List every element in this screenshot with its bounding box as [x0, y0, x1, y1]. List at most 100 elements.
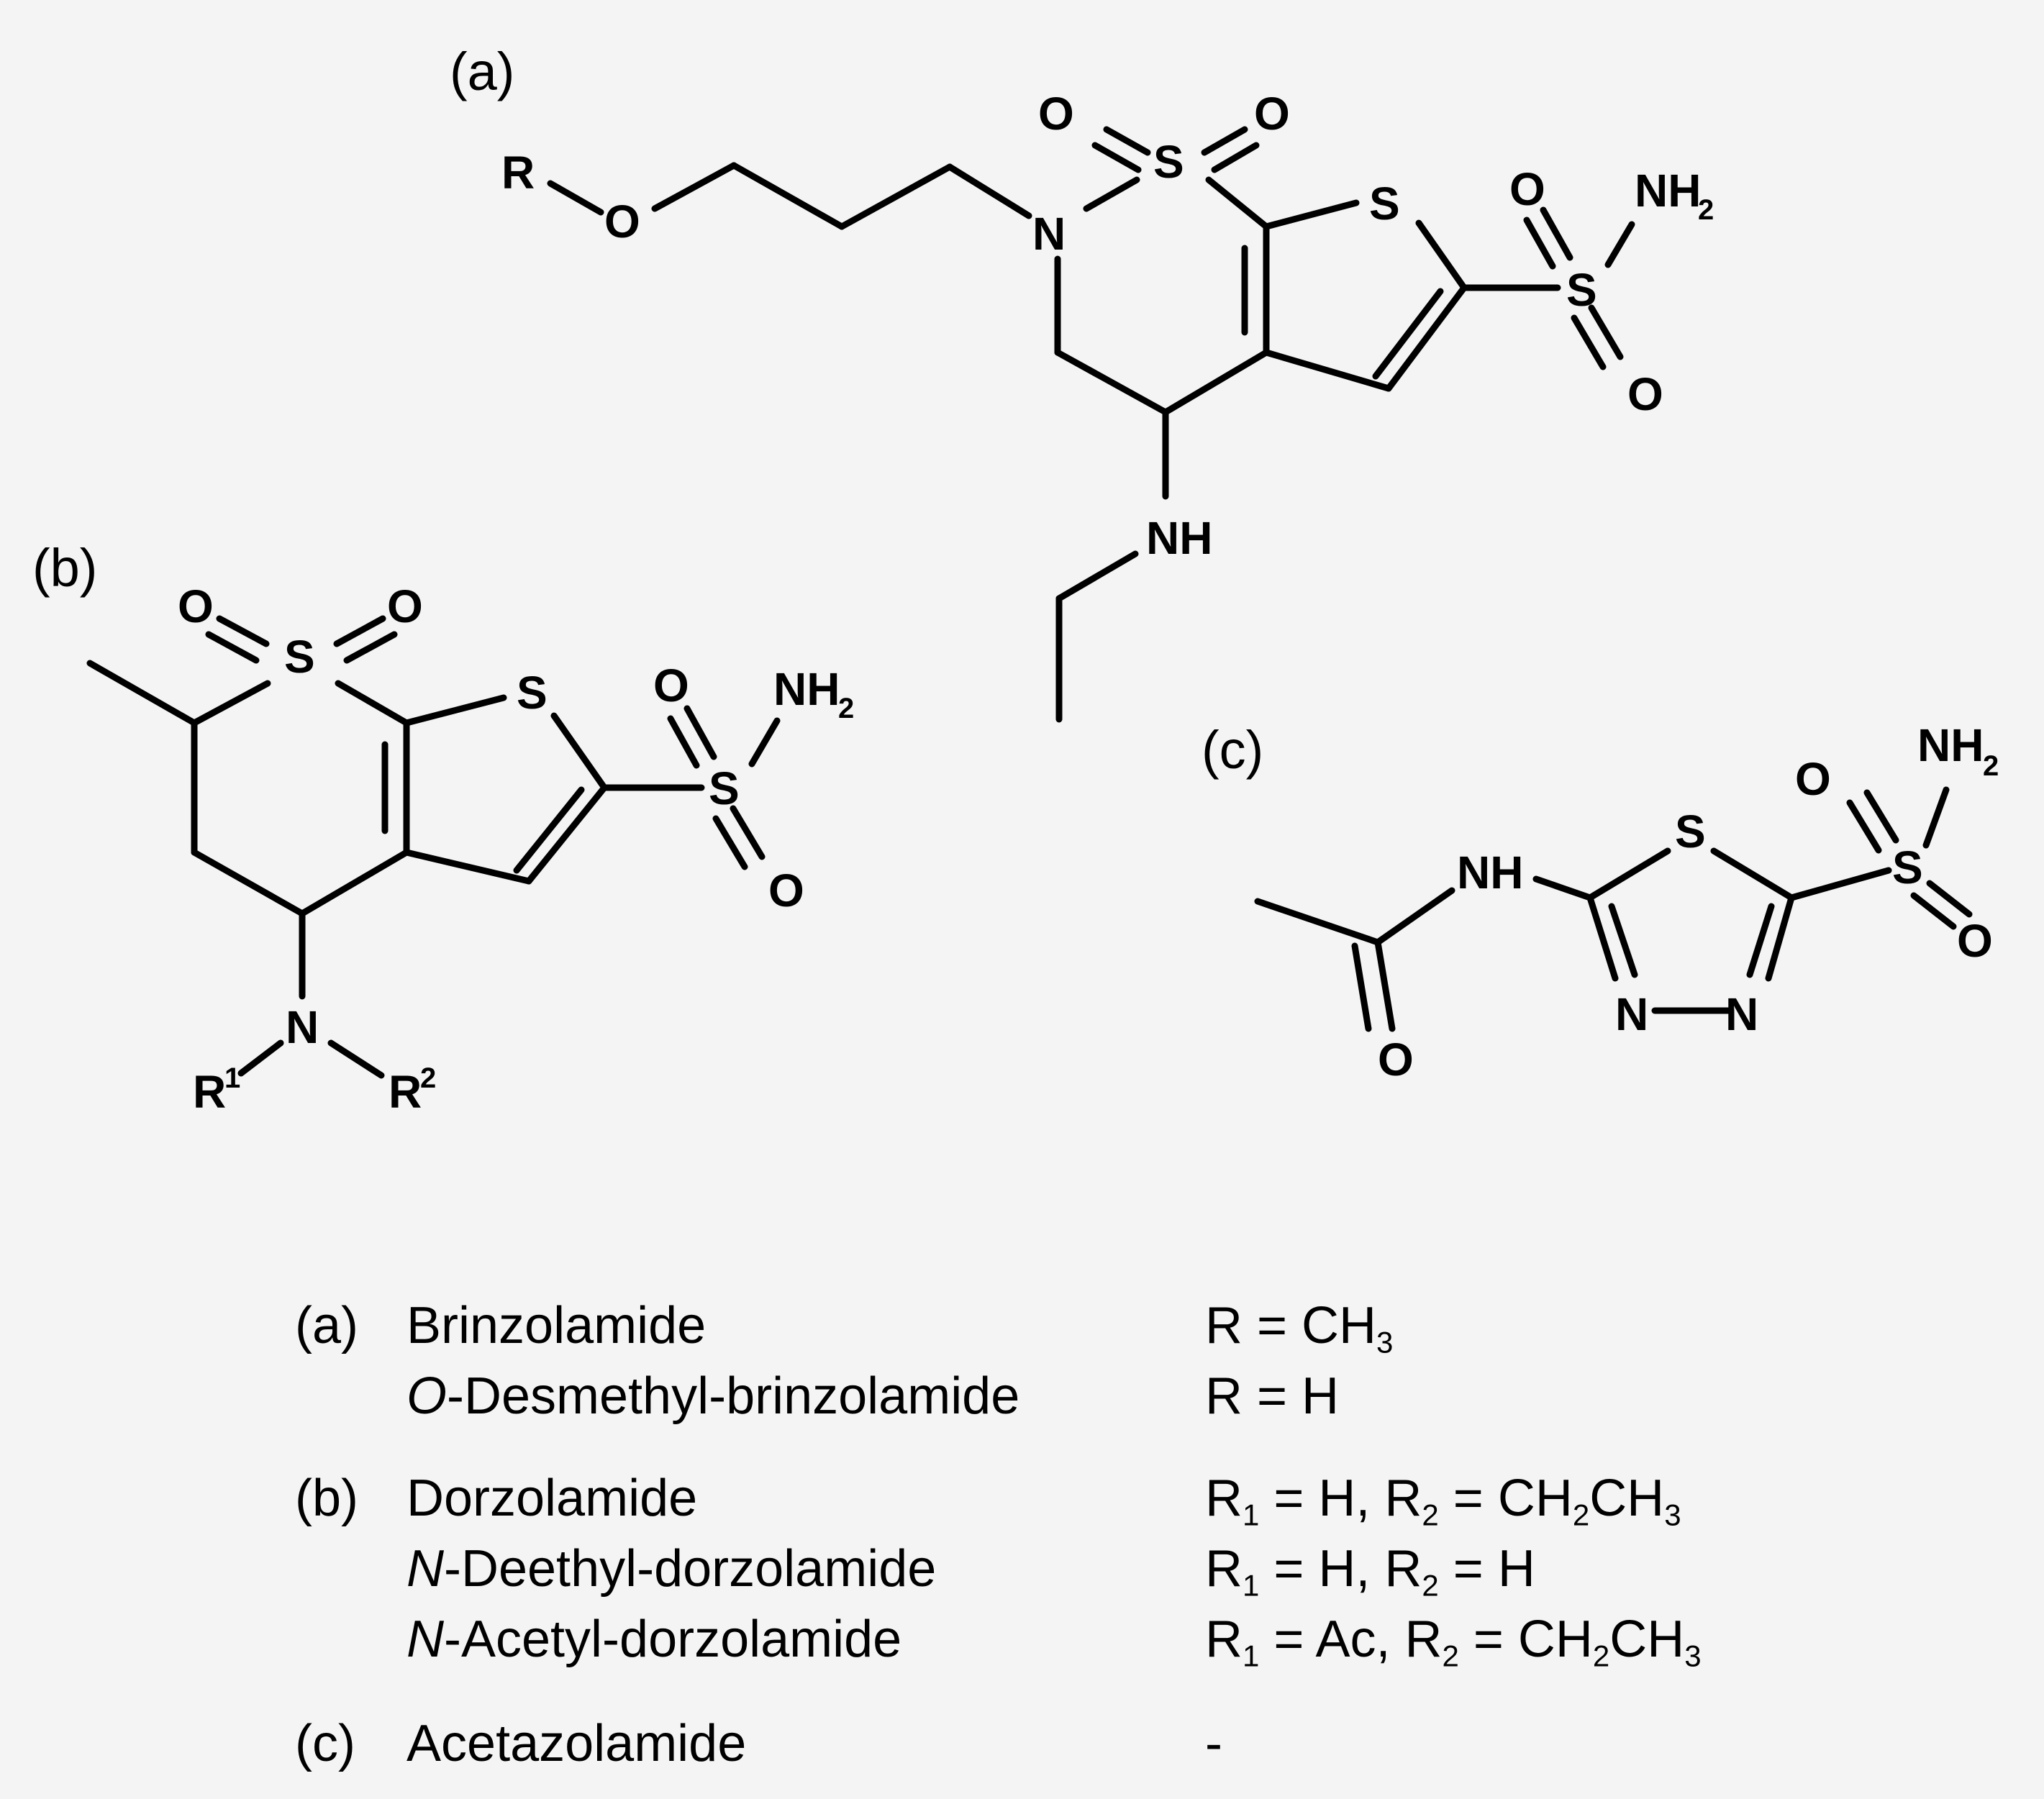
bond [333, 615, 386, 647]
bond [683, 705, 717, 760]
bond [335, 680, 410, 727]
bond [1608, 903, 1638, 978]
bond [1863, 789, 1899, 844]
bond [1372, 288, 1444, 380]
bond [730, 805, 766, 860]
atom-label: O [1509, 163, 1545, 215]
atom-label: N [1615, 988, 1648, 1040]
bond [86, 660, 198, 727]
bond [1746, 903, 1775, 978]
atom-label-subscript: 2 [1698, 194, 1714, 226]
atom-label: NH [773, 663, 840, 715]
atom-label: NH [1146, 512, 1212, 564]
atom-label: S [1675, 806, 1706, 857]
bond [1540, 206, 1573, 261]
bond [1710, 847, 1795, 901]
atom-label: O [653, 660, 689, 711]
atom-label: S [1153, 136, 1184, 188]
bond [1571, 314, 1607, 370]
bond [1523, 217, 1556, 270]
atom-label: O [1378, 1034, 1414, 1085]
bond [1205, 176, 1270, 230]
bond [667, 715, 700, 769]
legend-tag-a: (a) [295, 1297, 358, 1354]
bond [1263, 349, 1392, 392]
atom-label-subscript: 2 [838, 693, 854, 724]
bond [712, 815, 748, 870]
atom-label: S [517, 667, 548, 719]
bond [1586, 894, 1619, 982]
bond [1846, 799, 1882, 854]
atom-label: O [1254, 88, 1290, 140]
bond [1765, 894, 1795, 982]
atom-label: O [768, 865, 804, 916]
substituent-formula: R1 = H, R2 = H [1205, 1540, 1535, 1603]
bond [1532, 875, 1594, 901]
bond [343, 631, 398, 664]
bond [838, 163, 953, 230]
legend-tag-b: (b) [295, 1470, 358, 1527]
bond [1586, 847, 1671, 901]
panel-label-a: (a) [450, 42, 514, 101]
atom-label: S [1369, 178, 1400, 229]
substituent-formula: - [1205, 1715, 1222, 1772]
bond [1351, 942, 1372, 1032]
bond [237, 1039, 284, 1077]
bond [946, 163, 1032, 219]
atom-label: O [1795, 753, 1831, 805]
atom-label: O [1038, 88, 1074, 140]
panel-label-b: (b) [32, 538, 97, 598]
atom-label: N [1725, 988, 1758, 1040]
bond [1415, 219, 1468, 291]
atom-label: O [604, 196, 640, 247]
bond [1588, 304, 1624, 360]
bond [1211, 142, 1260, 173]
substituent-formula: R1 = H, R2 = CH2CH3 [1205, 1470, 1681, 1532]
bond [1788, 867, 1892, 901]
bond [1091, 142, 1142, 173]
atom-label: R [389, 1066, 422, 1118]
bond [513, 786, 585, 874]
bond [403, 849, 532, 885]
bond [1385, 284, 1468, 392]
atom-label: O [1627, 368, 1663, 420]
bond [651, 162, 737, 212]
compound-name: Acetazolamide [406, 1715, 747, 1772]
atom-label: S [1892, 842, 1923, 893]
atom-label: S [284, 631, 315, 683]
bond [1055, 550, 1139, 602]
bond [327, 1039, 385, 1079]
bond [205, 631, 260, 664]
bond [1604, 221, 1635, 268]
structure-a: (a) [450, 42, 1714, 723]
bond [1083, 176, 1140, 212]
structure-c: (c) NH O S N N S O O NH 2 [1202, 719, 1999, 1085]
bond [403, 694, 507, 727]
panel-label-c: (c) [1202, 720, 1263, 780]
bond [1926, 880, 1973, 918]
bond [730, 162, 845, 230]
substituent-formula: R1 = Ac, R2 = CH2CH3 [1205, 1611, 1702, 1673]
atom-label: S [1566, 264, 1597, 316]
compound-name: Dorzolamide [406, 1470, 698, 1527]
atom-label: NH [1635, 165, 1701, 217]
bond [216, 615, 270, 647]
legend-tag-c: (c) [295, 1715, 355, 1772]
atom-label: O [178, 580, 214, 632]
atom-label: O [1957, 915, 1993, 967]
bond [1374, 939, 1396, 1032]
bond [1054, 349, 1169, 416]
atom-label: N [1032, 208, 1066, 260]
bond [547, 180, 604, 216]
atom-label: N [286, 1001, 319, 1053]
atom-label: R [193, 1066, 226, 1118]
bond [550, 712, 608, 791]
compound-name: N-Acetyl-dorzolamide [406, 1611, 902, 1668]
bond [525, 784, 608, 885]
atom-label-subscript: 2 [1983, 750, 1999, 782]
compound-name: O-Desmethyl-brinzolamide [406, 1367, 1020, 1425]
atom-label: S [709, 762, 740, 814]
atom-label-superscript: 1 [224, 1062, 240, 1094]
bond [1263, 199, 1360, 230]
